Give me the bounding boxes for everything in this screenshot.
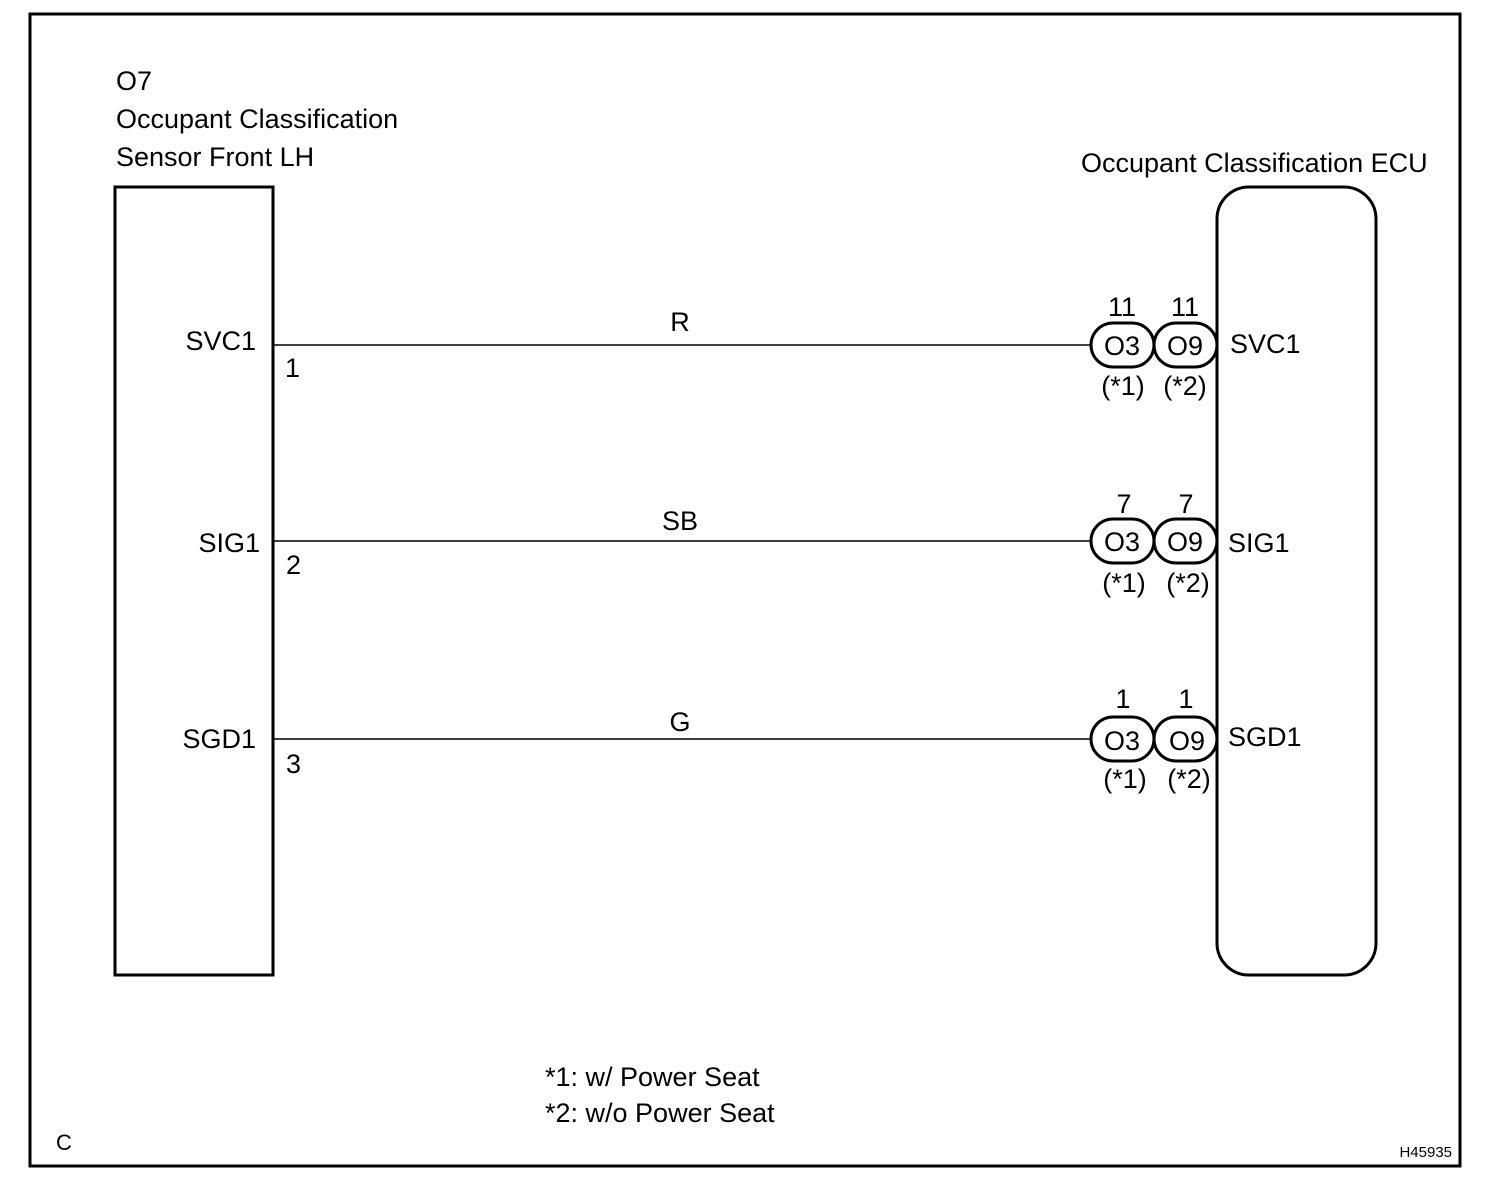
connector-o3-note: (*1) [1102, 568, 1146, 598]
ecu-terminal-label: SIG1 [1228, 528, 1290, 558]
ecu-terminal-label: SGD1 [1228, 722, 1302, 752]
wire-svc1: SVC1 1 R O3 O9 11 11 (*1) (*2) SVC1 [185, 292, 1300, 401]
connector-o3-name: O3 [1104, 726, 1140, 756]
connector-o9-name: O9 [1169, 726, 1205, 756]
sensor-terminal-label: SIG1 [198, 528, 260, 558]
sensor-name-line1: Occupant Classification [116, 104, 398, 134]
connector-o9-name: O9 [1167, 527, 1203, 557]
sensor-pin-number: 2 [286, 550, 301, 580]
connector-o3-note: (*1) [1103, 764, 1147, 794]
connector-o9-pin: 7 [1178, 489, 1193, 519]
connector-o3-pin: 1 [1115, 684, 1130, 714]
footnote-1: *1: w/ Power Seat [545, 1062, 760, 1092]
connector-o9-note: (*2) [1163, 371, 1207, 401]
connector-o9-note: (*2) [1166, 568, 1210, 598]
sensor-code: O7 [116, 66, 152, 96]
wire-color-label: R [670, 307, 690, 337]
sensor-terminal-label: SVC1 [185, 326, 256, 356]
ecu-name: Occupant Classification ECU [1081, 148, 1428, 178]
corner-letter: C [56, 1130, 72, 1155]
figure-id: H45935 [1399, 1144, 1452, 1161]
connector-o3-pin: 11 [1108, 292, 1136, 322]
ecu-terminal-label: SVC1 [1230, 329, 1301, 359]
wire-sig1: SIG1 2 SB O3 O9 7 7 (*1) (*2) SIG1 [198, 489, 1289, 598]
connector-o9-name: O9 [1167, 331, 1203, 361]
wire-sgd1: SGD1 3 G O3 O9 1 1 (*1) (*2) SGD1 [182, 684, 1301, 794]
connector-o9-pin: 1 [1178, 684, 1193, 714]
connector-o3-pin: 7 [1116, 489, 1131, 519]
diagram-frame [28, 12, 1462, 1168]
connector-o3-name: O3 [1104, 527, 1140, 557]
sensor-pin-number: 1 [285, 353, 300, 383]
sensor-pin-number: 3 [286, 749, 301, 779]
connector-o9 [1152, 517, 1219, 565]
sensor-box [113, 185, 275, 977]
ecu-box [1215, 185, 1378, 977]
connector-o9 [1152, 321, 1219, 369]
footnote-2: *2: w/o Power Seat [545, 1098, 775, 1128]
wire-color-label: G [669, 707, 690, 737]
sensor-terminal-label: SGD1 [182, 724, 256, 754]
sensor-name-line2: Sensor Front LH [116, 142, 314, 172]
connector-o3-name: O3 [1104, 331, 1140, 361]
connector-o3-note: (*1) [1101, 371, 1145, 401]
connector-o9-note: (*2) [1167, 764, 1211, 794]
connector-o9-pin: 11 [1171, 292, 1199, 322]
connector-o9 [1152, 715, 1219, 763]
wire-color-label: SB [662, 506, 698, 536]
